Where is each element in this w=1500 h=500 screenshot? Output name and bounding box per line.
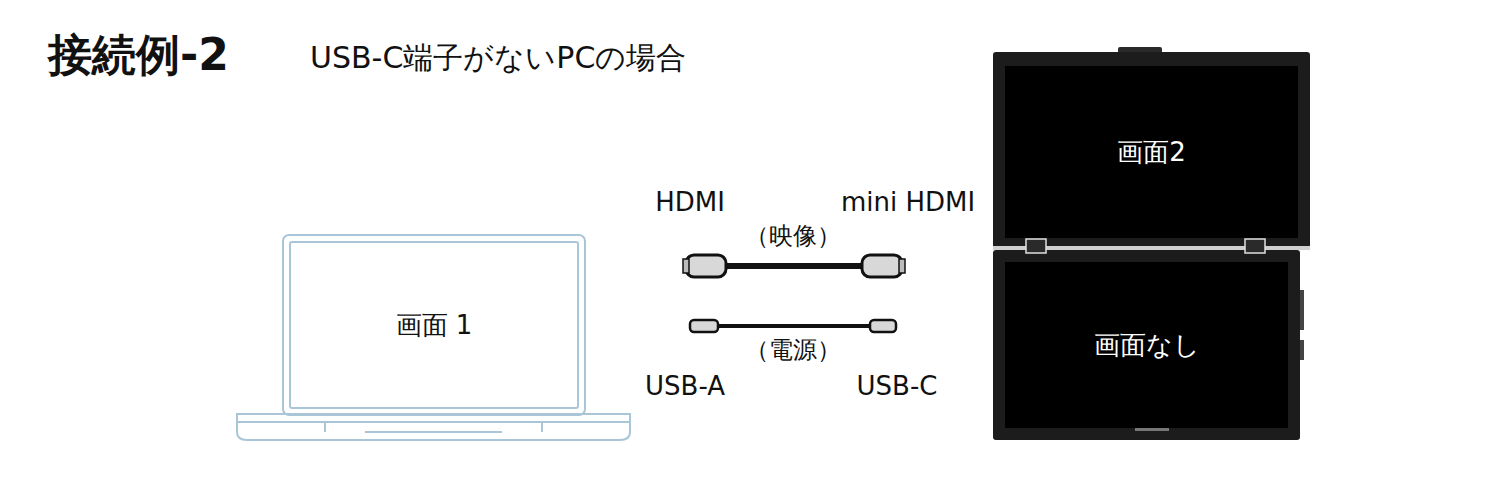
laptop-illustration bbox=[237, 242, 630, 440]
laptop-screen: 画面 1 bbox=[282, 234, 586, 416]
screen-label: 画面 1 bbox=[396, 308, 473, 343]
screen-label: 画面なし bbox=[1094, 328, 1200, 363]
diagram-title: 接続例-2 bbox=[48, 26, 229, 85]
connector-name: mini HDMI bbox=[841, 187, 975, 217]
dual-monitor-illustration bbox=[993, 47, 1310, 440]
connector-name: USB-C bbox=[857, 371, 938, 401]
connector-name: USB-A bbox=[645, 371, 725, 401]
connector-name: HDMI bbox=[655, 187, 725, 217]
cable-purpose: （電源） bbox=[745, 334, 841, 366]
subtitle: USB-C端子がないPCの場合 bbox=[310, 38, 686, 79]
cable-purpose: （映像） bbox=[745, 220, 841, 252]
screen-label: 画面2 bbox=[1117, 135, 1186, 170]
usb-cable bbox=[690, 320, 896, 332]
monitor-screen: 画面2 bbox=[1005, 66, 1298, 238]
monitor-screen: 画面なし bbox=[1005, 262, 1288, 428]
hdmi-cable bbox=[683, 255, 905, 277]
